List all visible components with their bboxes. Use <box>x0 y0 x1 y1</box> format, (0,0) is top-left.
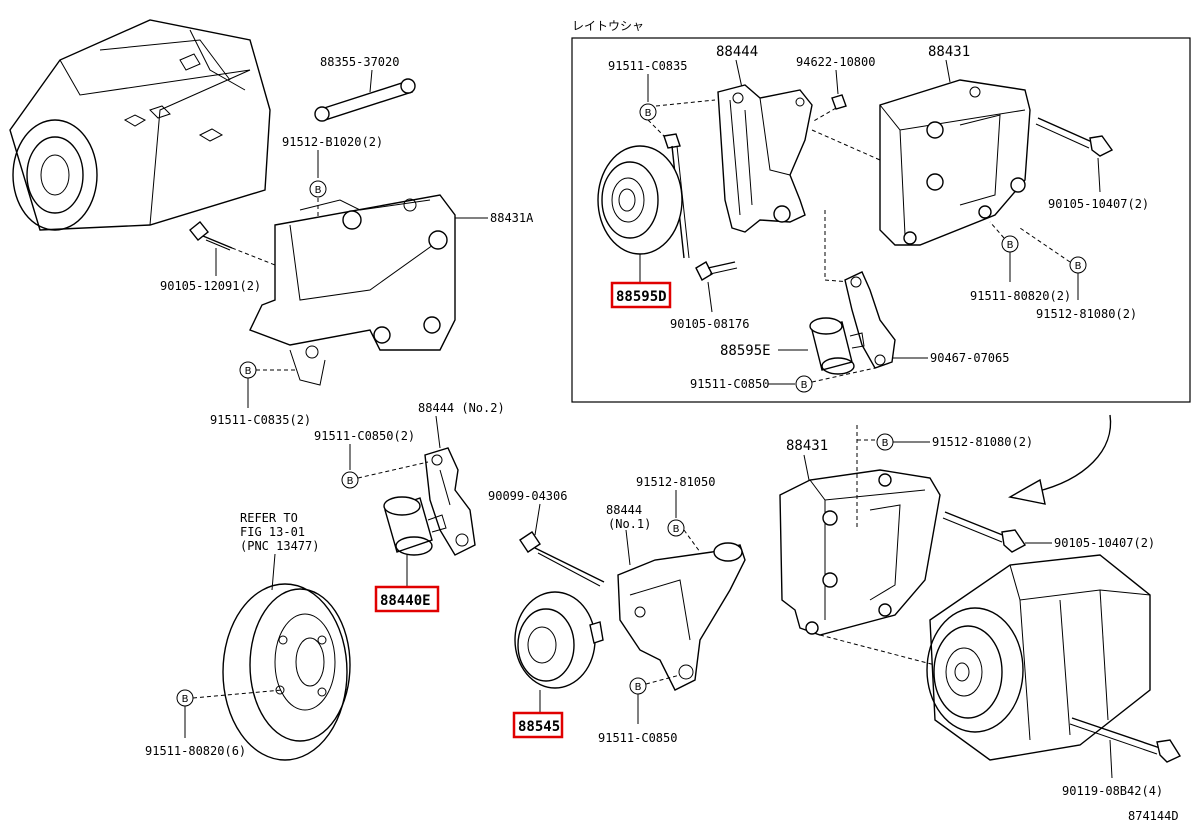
link-rod-88355 <box>314 69 416 122</box>
highlight-88545 <box>512 711 564 739</box>
label-91511-C0835-2: 91511-C0835(2) <box>210 413 311 427</box>
svg-text:B: B <box>645 108 652 119</box>
ac-compressor <box>926 554 1151 761</box>
label-90119-08B42-4: 90119-08B42(4) <box>1062 784 1163 798</box>
bracket-inset-88444 <box>717 84 813 233</box>
svg-text:B: B <box>315 185 322 196</box>
svg-text:B: B <box>1007 240 1014 251</box>
bracket-88444-no1 <box>617 542 746 691</box>
label-88444-no2: 88444 (No.2) <box>418 401 505 415</box>
svg-text:B: B <box>1075 261 1082 272</box>
refer-note-line2: FIG 13-01 <box>240 525 305 539</box>
bracket-inset-90467 <box>844 271 896 369</box>
label-88440E: 88440E <box>380 593 431 609</box>
bolt-90105-08176 <box>695 261 738 281</box>
label-inset-88595D: 88595D <box>616 289 667 305</box>
label-91511-C0850-low: 91511-C0850 <box>598 731 677 745</box>
label-88355-37020: 88355-37020 <box>320 55 399 69</box>
svg-text:B: B <box>801 380 808 391</box>
idler-pulley-88595D <box>597 145 683 255</box>
label-inset-91511-80820-2: 91511-80820(2) <box>970 289 1071 303</box>
label-88444-no1-sub: (No.1) <box>608 517 651 531</box>
label-88431-main: 88431 <box>786 438 828 454</box>
bracket-88431-main <box>779 469 941 636</box>
svg-text:B: B <box>673 524 680 535</box>
label-91511-C0850-2: 91511-C0850(2) <box>314 429 415 443</box>
label-inset-90467-07065: 90467-07065 <box>930 351 1009 365</box>
inset-frame <box>571 37 1191 403</box>
label-inset-91511-C0850: 91511-C0850 <box>690 377 769 391</box>
bolt-90105-12091 <box>189 221 233 251</box>
highlight-88440E <box>374 585 440 613</box>
refer-note-line3: (PNC 13477) <box>240 539 319 553</box>
label-inset-91511-C0835: 91511-C0835 <box>608 59 687 73</box>
label-inset-88431: 88431 <box>928 44 970 60</box>
bracket-88431A <box>249 194 456 386</box>
label-inset-88595E: 88595E <box>720 343 771 359</box>
svg-text:B: B <box>635 682 642 693</box>
label-inset-90105-08176: 90105-08176 <box>670 317 749 331</box>
label-91512-81050: 91512-81050 <box>636 475 715 489</box>
washer-94622-10800 <box>831 94 847 110</box>
svg-text:B: B <box>182 694 189 705</box>
idler-pulley-88595E <box>809 317 865 375</box>
svg-text:B: B <box>882 438 889 449</box>
bolt-marker: B <box>309 180 327 198</box>
bracket-inset-88431 <box>879 79 1031 246</box>
label-91511-80820-6: 91511-80820(6) <box>145 744 246 758</box>
highlight-88595D <box>610 281 672 309</box>
idler-pulley-88440E <box>383 496 447 556</box>
label-inset-88444: 88444 <box>716 44 758 60</box>
label-inset-90105-10407-2: 90105-10407(2) <box>1048 197 1149 211</box>
crank-pulley <box>222 583 351 761</box>
bracket-88444-no2 <box>424 447 476 556</box>
refer-note-line1: REFER TO <box>240 511 298 525</box>
label-90099-04306: 90099-04306 <box>488 489 567 503</box>
label-88431A: 88431A <box>490 211 534 225</box>
svg-text:B: B <box>347 476 354 487</box>
label-90105-10407-2-main: 90105-10407(2) <box>1054 536 1155 550</box>
label-inset-94622-10800: 94622-10800 <box>796 55 875 69</box>
bolt-90099-04306 <box>519 531 605 587</box>
bolt-90105-10407-main <box>942 511 1027 553</box>
engine-block-illustration <box>9 19 271 231</box>
figure-code: 874144D <box>1128 809 1179 823</box>
bolt-inset-90105-10407 <box>1035 117 1114 157</box>
label-91512-81080-2-main: 91512-81080(2) <box>932 435 1033 449</box>
arrow-inset-to-main <box>1008 414 1112 505</box>
label-90105-12091: 90105-12091(2) <box>160 279 261 293</box>
inset-label: レイトウシャ <box>572 19 644 33</box>
label-91512-B1020: 91512-B1020(2) <box>282 135 383 149</box>
idler-pulley-88545 <box>514 591 604 689</box>
svg-text:B: B <box>245 366 252 377</box>
label-88545: 88545 <box>518 719 560 735</box>
label-88444-no1: 88444 <box>606 503 642 517</box>
bolt-90119-08B42 <box>1069 717 1182 763</box>
label-inset-91512-81080-2: 91512-81080(2) <box>1036 307 1137 321</box>
